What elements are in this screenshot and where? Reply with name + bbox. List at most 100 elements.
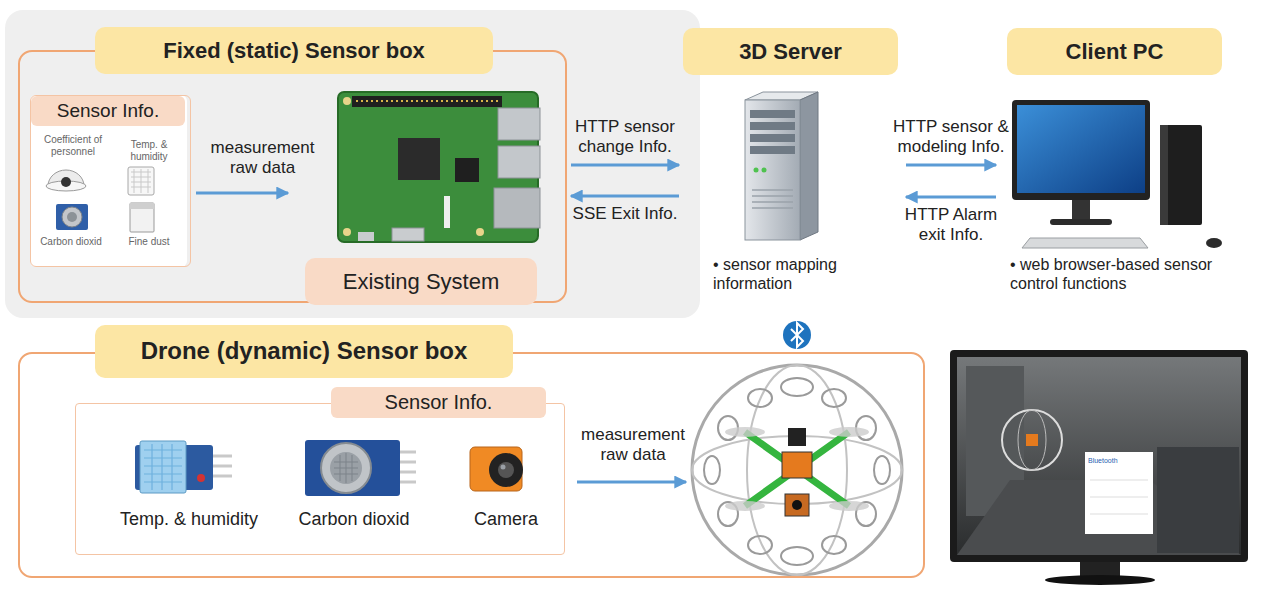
- sensor-panel-ground: [30, 95, 187, 267]
- client-computer: [1160, 125, 1202, 225]
- bluetooth-icon: [791, 323, 803, 347]
- drone-cage: [748, 536, 772, 554]
- client-computer: [1072, 200, 1090, 220]
- sensor-info-box: Sensor Info.Temp. & humidityCarbon dioxi…: [75, 403, 565, 555]
- node-title: Client PC: [1007, 28, 1222, 75]
- drone-cage: [822, 536, 846, 554]
- temp-humidity-sensor: [140, 441, 186, 493]
- server-tower: [745, 92, 818, 240]
- fine-dust-icon: [130, 203, 154, 209]
- co2-sensor: [400, 452, 416, 482]
- drone-cage: [747, 365, 847, 575]
- sensor-label: Coefficient of personnel: [33, 134, 113, 158]
- client-computer: [1017, 105, 1145, 193]
- existing-system-ground: [5, 10, 700, 318]
- raspberry-pi-board: [358, 232, 374, 241]
- raspberry-pi-board: [352, 96, 502, 107]
- fine-dust-icon: [130, 203, 154, 232]
- client-computer: [1206, 238, 1222, 248]
- drone-cage: [781, 378, 813, 396]
- drone-cage: [822, 389, 846, 407]
- panel-header: Sensor Info.: [331, 387, 546, 418]
- raspberry-pi-board: [494, 188, 540, 228]
- node-note: • sensor mapping information: [713, 256, 893, 294]
- drone-body: [792, 500, 802, 510]
- screen-text: Bluetooth: [1088, 457, 1150, 465]
- monitor: [957, 357, 1241, 555]
- drone-body: [788, 428, 806, 446]
- co2-sensor: [321, 443, 371, 493]
- temp-humidity-icon: [128, 167, 154, 195]
- drone-cage: [748, 389, 772, 407]
- server-tower: [750, 146, 795, 154]
- monitor: [1090, 480, 1148, 514]
- co2-sensor-icon: [67, 212, 77, 222]
- group-title: Drone (dynamic) Sensor box: [95, 325, 513, 378]
- server-tower: [745, 100, 800, 240]
- camera-module: [489, 453, 523, 487]
- raspberry-pi-board: [392, 228, 424, 241]
- server-tower: [754, 168, 759, 173]
- drone-body: [829, 427, 869, 437]
- flow-arrow: [577, 482, 686, 483]
- connector-arrow: [571, 164, 679, 167]
- drone-cage: [704, 456, 720, 484]
- monitor: [950, 350, 1248, 585]
- sensor-label: Camera: [456, 509, 556, 530]
- drone-body: [829, 501, 869, 511]
- camera-module: [470, 447, 523, 491]
- temp-humidity-icon: [131, 169, 151, 193]
- flow-arrow: [196, 193, 288, 194]
- connector-arrow: [906, 164, 996, 167]
- dome-camera-icon: [61, 177, 71, 187]
- connector-label: HTTP sensor change Info.: [569, 117, 681, 157]
- drone-body: [725, 427, 869, 516]
- co2-sensor-icon: [56, 204, 88, 230]
- server-node: 3D Server• sensor mapping information: [683, 28, 902, 300]
- group-subtitle: Existing System: [305, 258, 537, 305]
- drone-body: [782, 452, 812, 478]
- drone-body: [785, 494, 809, 516]
- monitor: [1002, 410, 1062, 470]
- node-note: • web browser-based sensor control funct…: [1010, 256, 1246, 294]
- co2-sensor: [330, 452, 362, 484]
- co2-sensor-icon: [62, 207, 82, 227]
- flow-arrow: [196, 192, 288, 195]
- co2-sensor-icon: [56, 204, 88, 230]
- server-tower: [750, 110, 795, 118]
- flow-label: measurement raw data: [568, 425, 698, 465]
- connector-label: HTTP sensor & modeling Info.: [891, 117, 1011, 157]
- drone-body: [725, 501, 765, 511]
- client-computer: [1012, 100, 1150, 200]
- camera-module: [501, 465, 506, 470]
- client-computer: [1160, 125, 1168, 225]
- sensor-info-box: Sensor Info. Coefficient of personnelTemp…: [30, 95, 191, 267]
- monitor: [1157, 447, 1239, 553]
- drone-cage: [874, 456, 890, 484]
- sensor-label: Temp. & humidity: [115, 139, 183, 163]
- client-computer: [1022, 238, 1148, 248]
- raspberry-pi-board: [398, 138, 440, 180]
- raspberry-pi-board: [356, 100, 498, 102]
- flow-label: measurement raw data: [195, 138, 330, 178]
- monitor: [1085, 452, 1153, 534]
- connector-arrow: [906, 196, 996, 199]
- existing-system-ground: [5, 10, 700, 318]
- camera-module: [470, 447, 522, 491]
- drone-body: [725, 427, 765, 437]
- server-tower: [762, 168, 767, 173]
- raspberry-pi-board: [476, 228, 484, 236]
- monitor: [950, 350, 1248, 562]
- raspberry-pi-board: [498, 108, 540, 140]
- connector-label: HTTP Alarm exit Info.: [895, 205, 1007, 245]
- bluetooth-icon: [783, 321, 811, 349]
- client-computer: [1012, 100, 1222, 248]
- temp-humidity-icon: [128, 167, 154, 195]
- panel-header: Sensor Info.: [31, 96, 185, 126]
- temp-humidity-sensor: [144, 444, 182, 490]
- sensor-label: Fine dust: [115, 236, 183, 248]
- dome-camera-icon: [46, 170, 86, 191]
- temp-humidity-sensor: [135, 441, 232, 493]
